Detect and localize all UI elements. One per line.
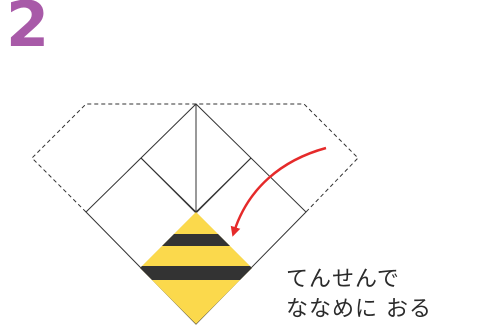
dashed-fold-outline [31, 103, 359, 213]
step-number: 2 [6, 0, 50, 61]
fold-direction-arrow [230, 146, 327, 237]
black-stripe-lower [140, 266, 252, 280]
instruction-text: てんせんで ななめに おる [286, 265, 432, 325]
instruction-line-1: てんせんで [286, 267, 400, 292]
instruction-line-2: ななめに おる [286, 297, 432, 322]
